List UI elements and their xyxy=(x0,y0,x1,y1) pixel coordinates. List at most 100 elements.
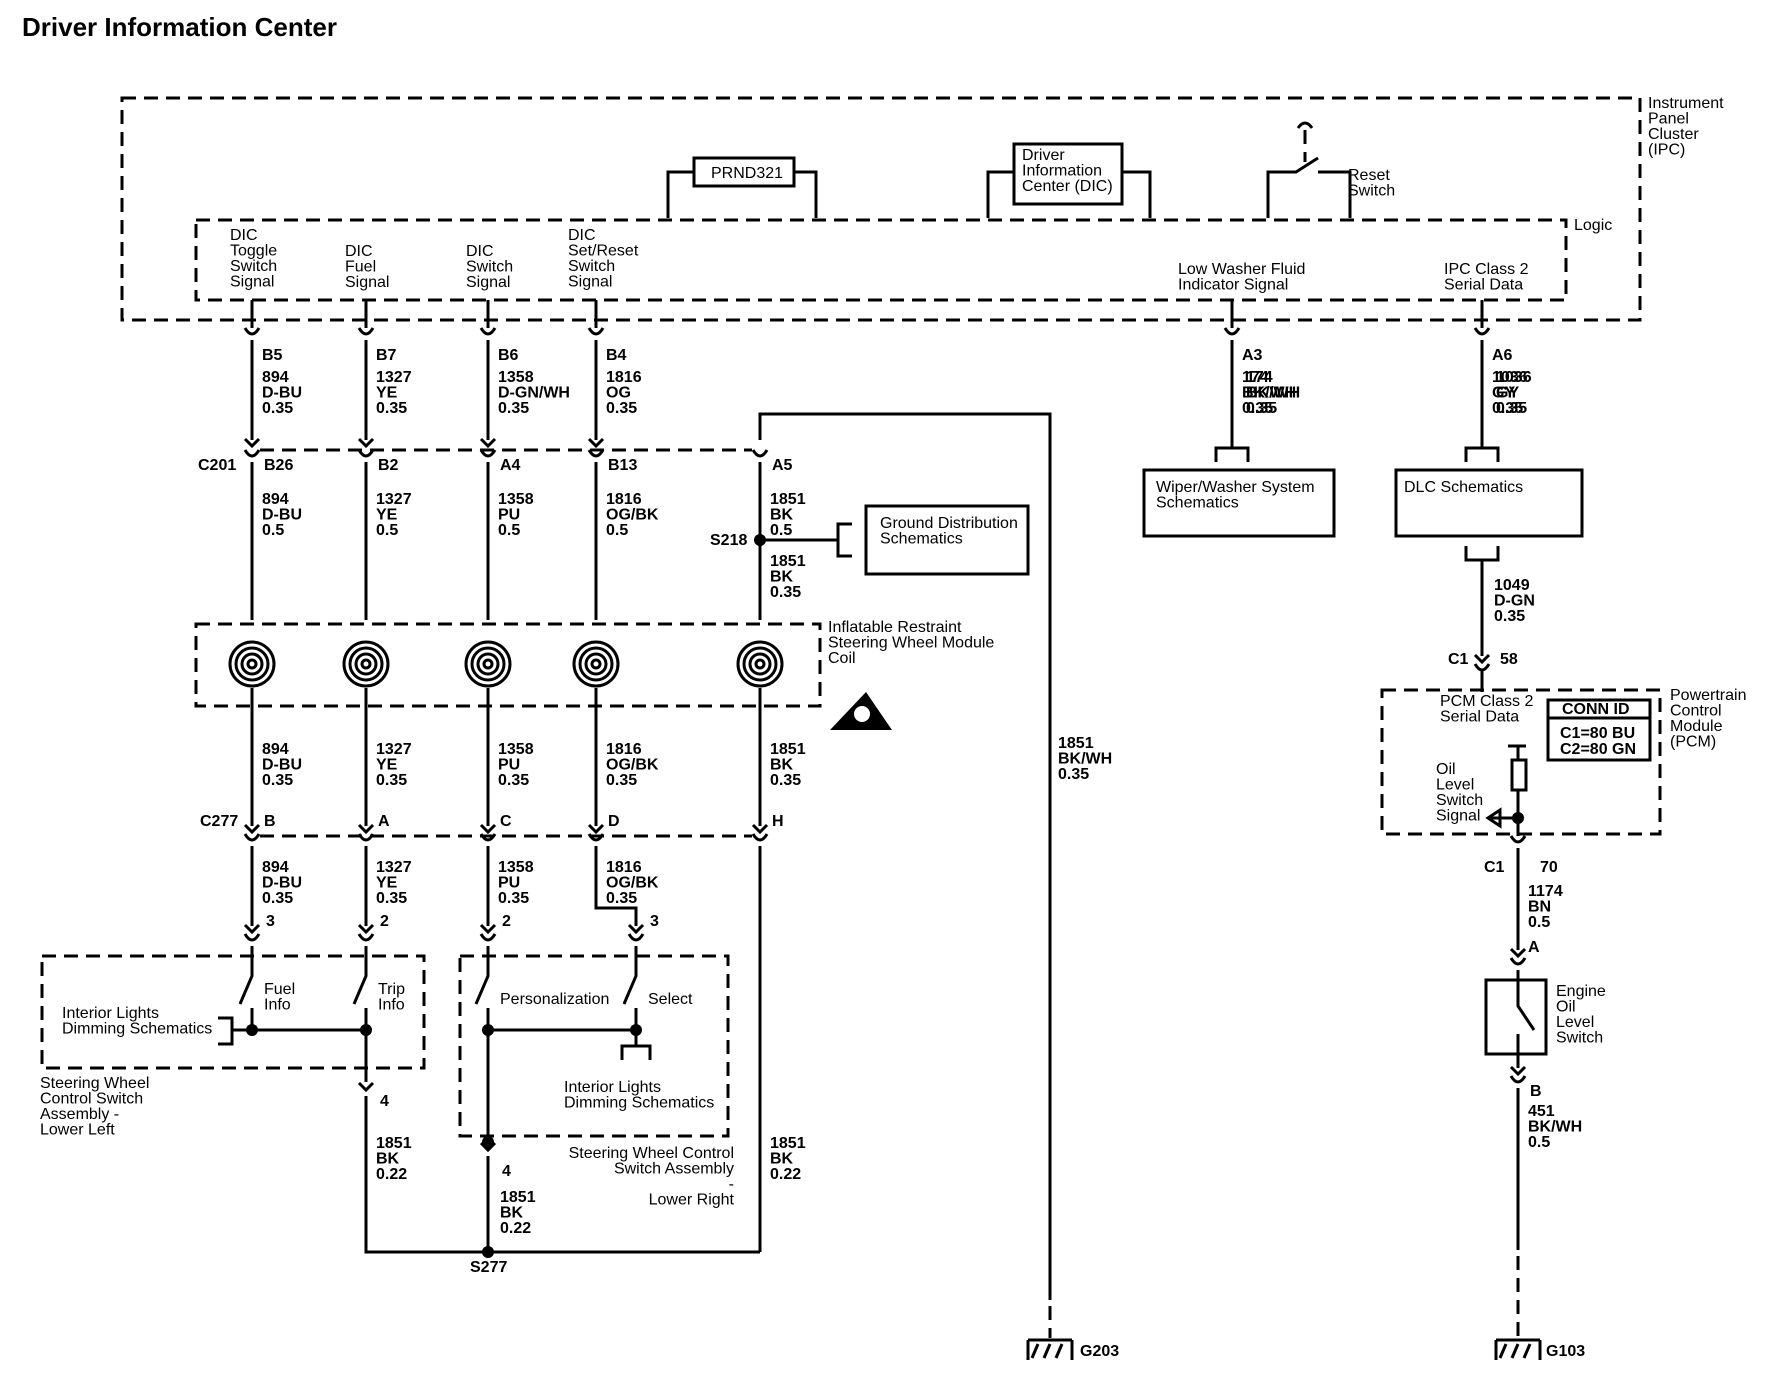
switch-terminal xyxy=(357,933,375,942)
c201-label: C201 xyxy=(198,457,236,474)
switch-common-dot xyxy=(246,1024,258,1036)
dic-label-line: Driver xyxy=(1022,147,1065,164)
pcm-c1-label: C1 xyxy=(1448,651,1469,668)
wire-color: BK xyxy=(770,507,794,524)
ipc-pin: B7 xyxy=(376,347,397,364)
wire-color: YE xyxy=(376,757,398,774)
coil-label-line: Coil xyxy=(828,650,856,667)
wire-gauge: 0.35 xyxy=(376,400,407,417)
dic-wire xyxy=(1122,170,1152,218)
wire-gauge: 0.35 xyxy=(498,772,529,789)
c201-pin: B2 xyxy=(378,457,399,474)
left-dimming-bracket xyxy=(218,1016,234,1046)
wire-circuit: 894 xyxy=(262,859,289,876)
switch-terminal xyxy=(479,933,497,942)
ipc-pin: B6 xyxy=(498,347,519,364)
wire-gauge: 0.22 xyxy=(376,1166,407,1183)
wire-gauge: 0.35 xyxy=(770,584,801,601)
pcm-pin-out: 70 xyxy=(1540,859,1558,876)
c201-pin: B26 xyxy=(264,457,293,474)
coil-ring xyxy=(348,646,384,682)
c201-terminal xyxy=(587,449,605,458)
wire-gauge: 0.35 xyxy=(498,890,529,907)
oil-switch-terminal xyxy=(1509,957,1527,966)
dlc-bracket-lower xyxy=(1464,546,1500,562)
left-gnd-pin: 4 xyxy=(380,1093,389,1110)
wire-color: PU xyxy=(498,507,520,524)
ipc-label-line: (IPC) xyxy=(1648,142,1685,159)
dlc-label: DLC Schematics xyxy=(1404,479,1523,496)
right-dimming-label-line: Interior Lights xyxy=(564,1079,661,1096)
switch-pin: 3 xyxy=(266,913,275,930)
wire-gauge: 0.5 xyxy=(1528,1134,1550,1151)
left-assembly-label-line: Assembly - xyxy=(40,1106,119,1123)
ipc-pin: A6 xyxy=(1492,347,1513,364)
coil-ring xyxy=(748,652,772,676)
oil-switch-pin-a: A xyxy=(1528,939,1540,956)
g203-ground xyxy=(1026,1338,1074,1360)
reset-label-line: Reset xyxy=(1348,167,1390,184)
oil-signal-label-line: Level xyxy=(1436,777,1474,794)
wire-gauge: 0.5 xyxy=(606,522,628,539)
c277-pin: A xyxy=(378,813,390,830)
airbag-warning-icon-detail xyxy=(854,706,870,722)
c277-label: C277 xyxy=(200,813,238,830)
ground-hatch xyxy=(1042,1343,1052,1359)
ipc-signal-0-line: Toggle xyxy=(230,243,277,260)
pcm-outline xyxy=(1380,688,1662,836)
oil-switch-label-line: Switch xyxy=(1556,1030,1603,1047)
c277-pin: D xyxy=(608,813,620,830)
pcm-in-terminal xyxy=(1473,663,1491,672)
wire-color: D-BU xyxy=(262,757,302,774)
c201-male xyxy=(479,437,497,449)
pcm-c1-out: C1 xyxy=(1484,859,1505,876)
wire-gauge: 0.35 xyxy=(606,890,637,907)
wire-color: YE xyxy=(376,507,398,524)
wire-color: D-BU xyxy=(262,385,302,402)
oil-switch-b-terminal xyxy=(1509,1075,1527,1084)
switch-common-dot xyxy=(482,1024,494,1036)
oil-signal-arrow xyxy=(1485,807,1502,829)
ipc-signal-2-line: Switch xyxy=(466,259,513,276)
wire-color: BK xyxy=(770,757,794,774)
wire-gauge: 0.5 xyxy=(376,522,398,539)
low-wire xyxy=(594,846,638,926)
wire-color: BK/WH xyxy=(1242,385,1296,402)
left-assembly-label-line: Control Switch xyxy=(40,1091,143,1108)
wire-color: D-GN xyxy=(1494,593,1535,610)
wire-circuit: 1358 xyxy=(498,491,534,508)
c201-male xyxy=(357,437,375,449)
wire-circuit: 1174 xyxy=(1528,883,1563,900)
fuel-info-label-line: Fuel xyxy=(264,981,295,998)
ipc-terminal xyxy=(1473,327,1491,336)
right-assembly-label-line: Steering Wheel Control xyxy=(569,1145,734,1162)
pcm-name-label-line: Module xyxy=(1670,718,1723,735)
prnd-wire xyxy=(666,170,694,218)
ipc-label-line: Panel xyxy=(1648,111,1689,128)
right-gnd-male xyxy=(479,1141,497,1153)
trip-info-label-line: Info xyxy=(378,997,405,1014)
s218-label: S218 xyxy=(710,532,747,549)
dic-box xyxy=(1012,142,1124,206)
ipc-signal-1-line: Signal xyxy=(345,274,389,291)
wire-circuit: 1036 xyxy=(1492,369,1528,386)
wire-color: BK/WH xyxy=(1246,385,1300,402)
wire-gauge: 0.5 xyxy=(498,522,520,539)
g203-label: G203 xyxy=(1080,1343,1119,1360)
wire-color: BK xyxy=(500,1205,524,1222)
